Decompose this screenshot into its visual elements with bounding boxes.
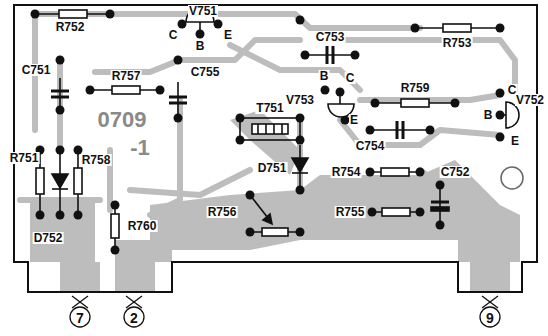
part-label: C752 [440,166,471,178]
terminal-number: 7 [75,311,85,325]
pin-label: C [168,29,179,41]
component-symbol [35,8,519,250]
part-label: R756 [207,206,238,218]
part-label: R754 [331,166,362,178]
pin-label: B [483,109,494,121]
part-label: C751 [21,64,52,76]
pin-label: B [319,70,330,82]
mounting-hole [501,167,523,189]
part-label: R760 [127,220,158,232]
terminal-symbol [70,296,500,327]
board-number: -1 [129,137,151,159]
part-label: R751 [9,152,40,164]
part-label: D752 [33,232,64,244]
pin-label: E [223,29,233,41]
terminal-number: 2 [129,311,139,325]
terminal-number: 9 [485,311,495,325]
board-outline [14,5,537,292]
part-label: D751 [257,162,288,174]
pin-label: E [510,135,520,147]
pin-label: C [345,72,356,84]
part-label: C755 [190,66,221,78]
solder-pad [31,10,505,255]
pin-label: B [195,40,206,52]
copper-area [30,110,520,292]
part-label: R752 [55,21,86,33]
pin-label: E [349,114,359,126]
part-label: C753 [315,31,346,43]
pcb-trace [20,14,515,215]
part-label: R755 [335,206,366,218]
part-label: R758 [81,154,112,166]
part-label: R753 [442,37,473,49]
part-label: R757 [111,70,142,82]
part-label: V751 [188,5,218,17]
part-label: R759 [400,82,431,94]
part-label: V753 [285,94,315,106]
part-label: V752 [515,94,545,106]
board-number: 0709 [97,109,148,131]
part-label: T751 [255,102,284,114]
part-label: C754 [355,140,386,152]
